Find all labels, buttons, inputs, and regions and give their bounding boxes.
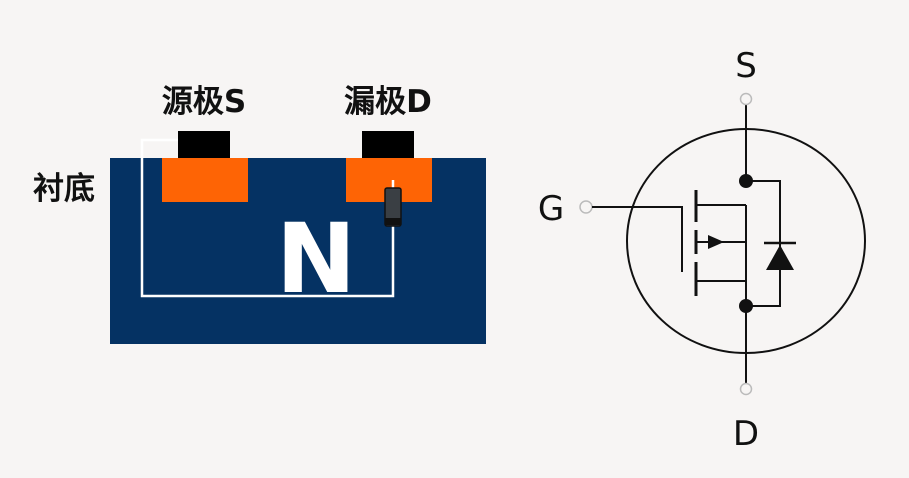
drain-terminal xyxy=(739,382,753,396)
source-terminal xyxy=(739,92,753,106)
gate-pin-label: G xyxy=(538,189,564,229)
substrate-label: 衬底 xyxy=(33,171,95,207)
drain-electrode xyxy=(362,131,414,158)
body-diode-wire xyxy=(140,138,395,298)
gate-terminal xyxy=(579,200,593,214)
drain-pin-label: D xyxy=(733,414,759,454)
source-label: 源极S xyxy=(162,84,246,120)
drain-label: 漏极D xyxy=(344,84,432,120)
gate-lead xyxy=(592,206,683,272)
source-doped-region xyxy=(162,158,248,202)
source-pin-label: S xyxy=(735,46,757,86)
source-electrode xyxy=(178,131,230,158)
channel-label: N xyxy=(276,203,356,315)
mosfet-symbol xyxy=(579,92,866,396)
body-diode-component xyxy=(384,187,402,227)
diode-triangle-icon xyxy=(766,245,794,270)
body-arrow-icon xyxy=(708,235,724,249)
cross-section: N 源极S 漏极D 衬底 xyxy=(33,84,486,344)
